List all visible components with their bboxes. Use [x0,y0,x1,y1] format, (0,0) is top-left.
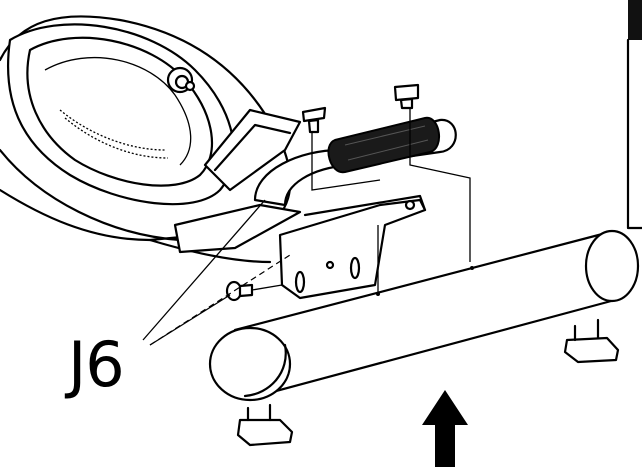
flywheel-housing [0,15,292,264]
front-bracket [173,108,302,254]
foot-right [563,318,620,364]
bolt-top-left [301,106,327,134]
leader-lines [142,199,291,346]
foam-grip [327,116,441,174]
part-label-j6: J6 [68,328,125,401]
alignment-lines [251,108,471,293]
inset-panel [626,0,642,230]
bolt-top-right [393,83,420,110]
arrow-up-icon [422,390,468,467]
stabilizer-tube [208,229,640,402]
bolt-side [225,280,254,302]
mounting-plate [278,194,427,300]
foot-left [236,403,294,447]
